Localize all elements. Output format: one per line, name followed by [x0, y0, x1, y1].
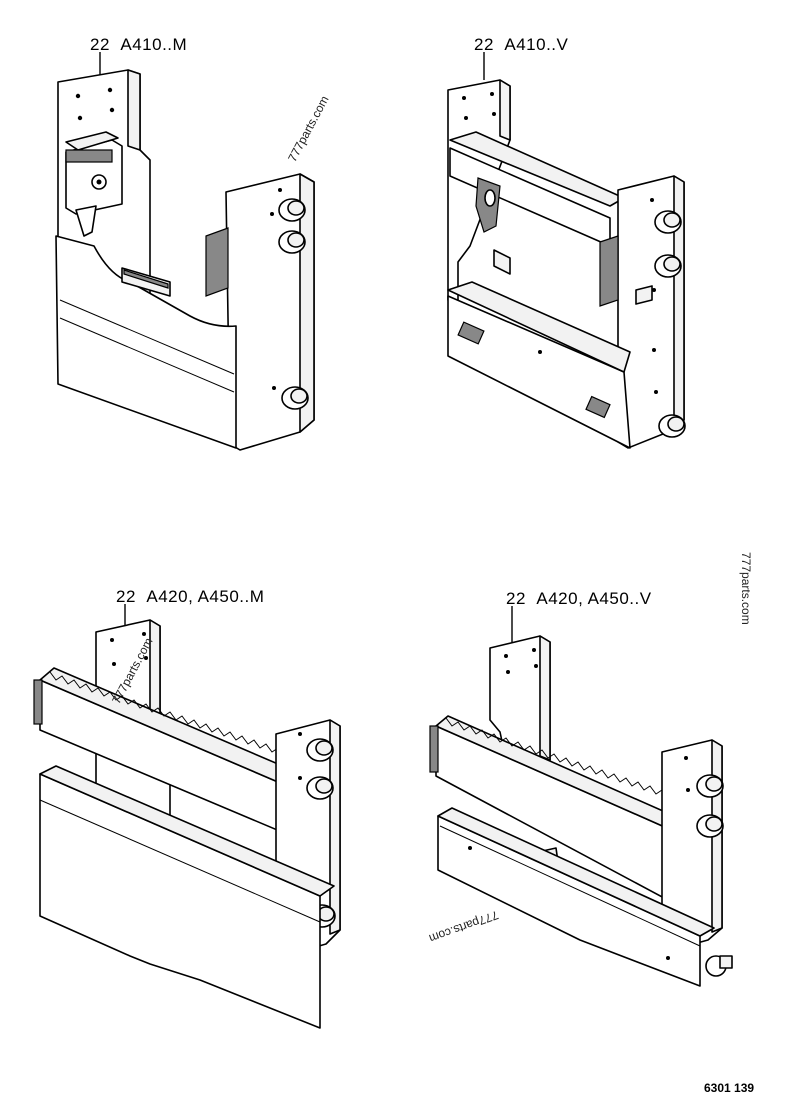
figure-ref: 22 — [90, 35, 110, 54]
figure-a410-v — [447, 52, 686, 449]
figure-model: A420, A450..M — [146, 587, 265, 606]
document-number: 6301 139 — [704, 1081, 755, 1095]
figure-model: A410..V — [504, 35, 569, 54]
figure-model: A420, A450..V — [536, 589, 652, 608]
figure-label-a410-m: 22 A410..M — [90, 36, 187, 53]
figure-label-a420-a450-v: 22 A420, A450..V — [506, 590, 652, 607]
watermark: 777parts.com — [739, 552, 753, 625]
figure-ref: 22 — [506, 589, 526, 608]
figure-a410-m — [55, 52, 315, 451]
figure-label-a410-v: 22 A410..V — [474, 36, 568, 53]
figure-a420-a450-v — [429, 606, 733, 987]
figure-ref: 22 — [116, 587, 136, 606]
figure-model: A410..M — [120, 35, 188, 54]
figure-ref: 22 — [474, 35, 494, 54]
figure-a420-a450-m — [33, 604, 341, 1029]
figure-label-a420-a450-m: 22 A420, A450..M — [116, 588, 264, 605]
